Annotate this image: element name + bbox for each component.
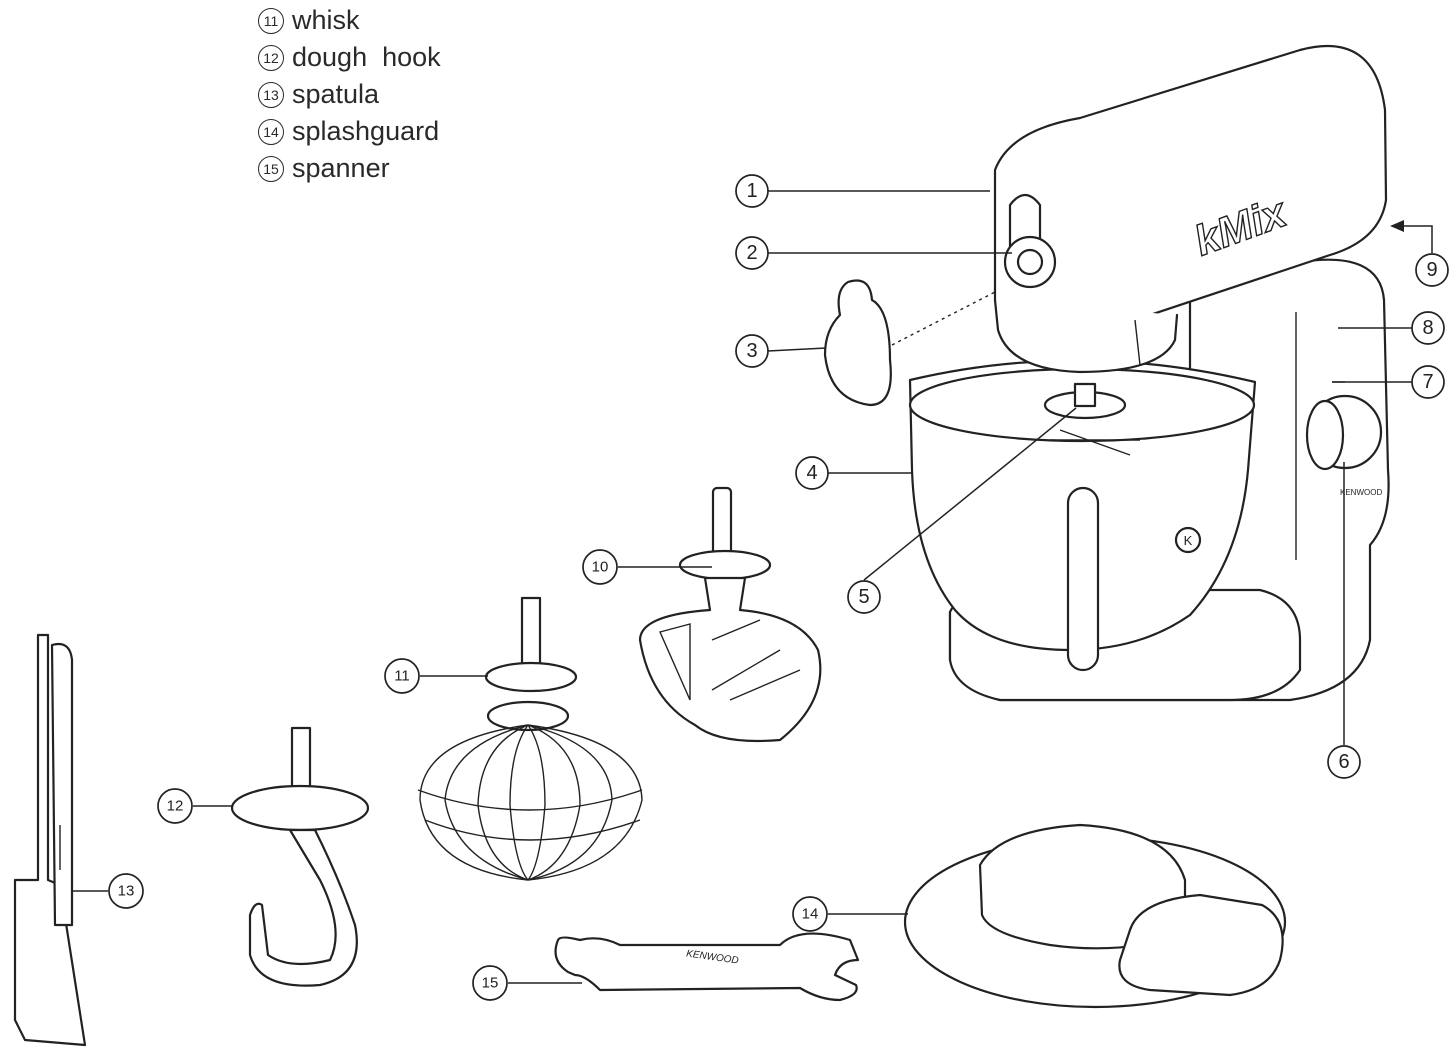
callout-3: 3 — [735, 334, 769, 368]
svg-text:11: 11 — [394, 668, 410, 685]
whisk — [417, 596, 643, 881]
spanner: KENWOOD — [554, 932, 860, 1002]
legend-label: splashguard — [292, 116, 440, 146]
knob-brand-text: KENWOOD — [1340, 488, 1382, 497]
dough-hook — [230, 726, 370, 987]
svg-text:8: 8 — [1422, 317, 1433, 339]
legend-item-spanner: 15 spanner — [258, 150, 441, 187]
callout-8: 8 — [1411, 311, 1445, 345]
callout-14: 14 — [792, 896, 828, 932]
legend-label: spanner — [292, 153, 390, 183]
svg-text:13: 13 — [118, 883, 135, 900]
legend-item-splashguard: 14 splashguard — [258, 113, 441, 150]
legend-number: 15 — [258, 155, 284, 182]
legend-label: whisk — [292, 5, 360, 35]
callout-12: 12 — [157, 788, 193, 824]
cover-guide-line — [891, 291, 996, 346]
legend-number: 14 — [258, 118, 284, 145]
svg-text:K: K — [1184, 533, 1193, 548]
svg-text:5: 5 — [858, 586, 869, 608]
callout-1: 1 — [735, 174, 769, 208]
leader-lines — [72, 190, 1433, 984]
svg-text:2: 2 — [746, 242, 757, 264]
bowl-k-logo-icon — [1174, 526, 1202, 554]
legend-item-spatula: 13 spatula — [258, 76, 441, 113]
svg-text:15: 15 — [482, 975, 499, 992]
legend-item-dough-hook: 12 dough hook — [258, 39, 441, 76]
k-beater — [638, 486, 822, 743]
parts-legend: 11 whisk 12 dough hook 13 spatula 14 splashg… — [258, 2, 441, 187]
callout-15: 15 — [472, 965, 508, 1001]
callout-7: 7 — [1411, 365, 1445, 399]
tool-shaft — [1073, 382, 1097, 408]
spatula — [13, 633, 87, 1047]
head-seam — [1134, 319, 1141, 366]
speed-knob-scale — [1305, 399, 1345, 471]
beater-in-bowl — [1050, 429, 1140, 456]
svg-text:10: 10 — [592, 559, 609, 576]
callout-10: 10 — [582, 549, 618, 585]
svg-text:14: 14 — [802, 906, 819, 923]
svg-text:9: 9 — [1426, 259, 1437, 281]
head-underside — [993, 298, 1179, 374]
legend-item-whisk: 11 whisk — [258, 2, 441, 39]
svg-text:1: 1 — [746, 180, 757, 202]
legend-number: 12 — [258, 44, 284, 71]
callout-6: 6 — [1327, 745, 1361, 779]
svg-text:6: 6 — [1338, 751, 1349, 773]
callout-11: 11 — [384, 658, 420, 694]
outlet-center — [1016, 248, 1044, 276]
legend-number: 13 — [258, 81, 284, 108]
callout-4: 4 — [795, 456, 829, 490]
splashguard — [903, 823, 1287, 1009]
svg-text:4: 4 — [806, 462, 817, 484]
callout-2: 2 — [735, 236, 769, 270]
legend-label: spatula — [292, 79, 380, 109]
callout-13: 13 — [108, 873, 144, 909]
svg-text:12: 12 — [167, 798, 184, 815]
svg-text:3: 3 — [746, 340, 757, 362]
stand-mixer: K kMix KENWOOD — [908, 45, 1390, 702]
callout-9: 9 — [1415, 253, 1449, 287]
legend-label: dough hook — [292, 42, 441, 72]
legend-number: 11 — [258, 7, 284, 34]
outlet-cover — [823, 279, 892, 407]
svg-text:7: 7 — [1422, 371, 1433, 393]
bowl-handle — [1066, 486, 1100, 672]
callout-5: 5 — [847, 580, 881, 614]
